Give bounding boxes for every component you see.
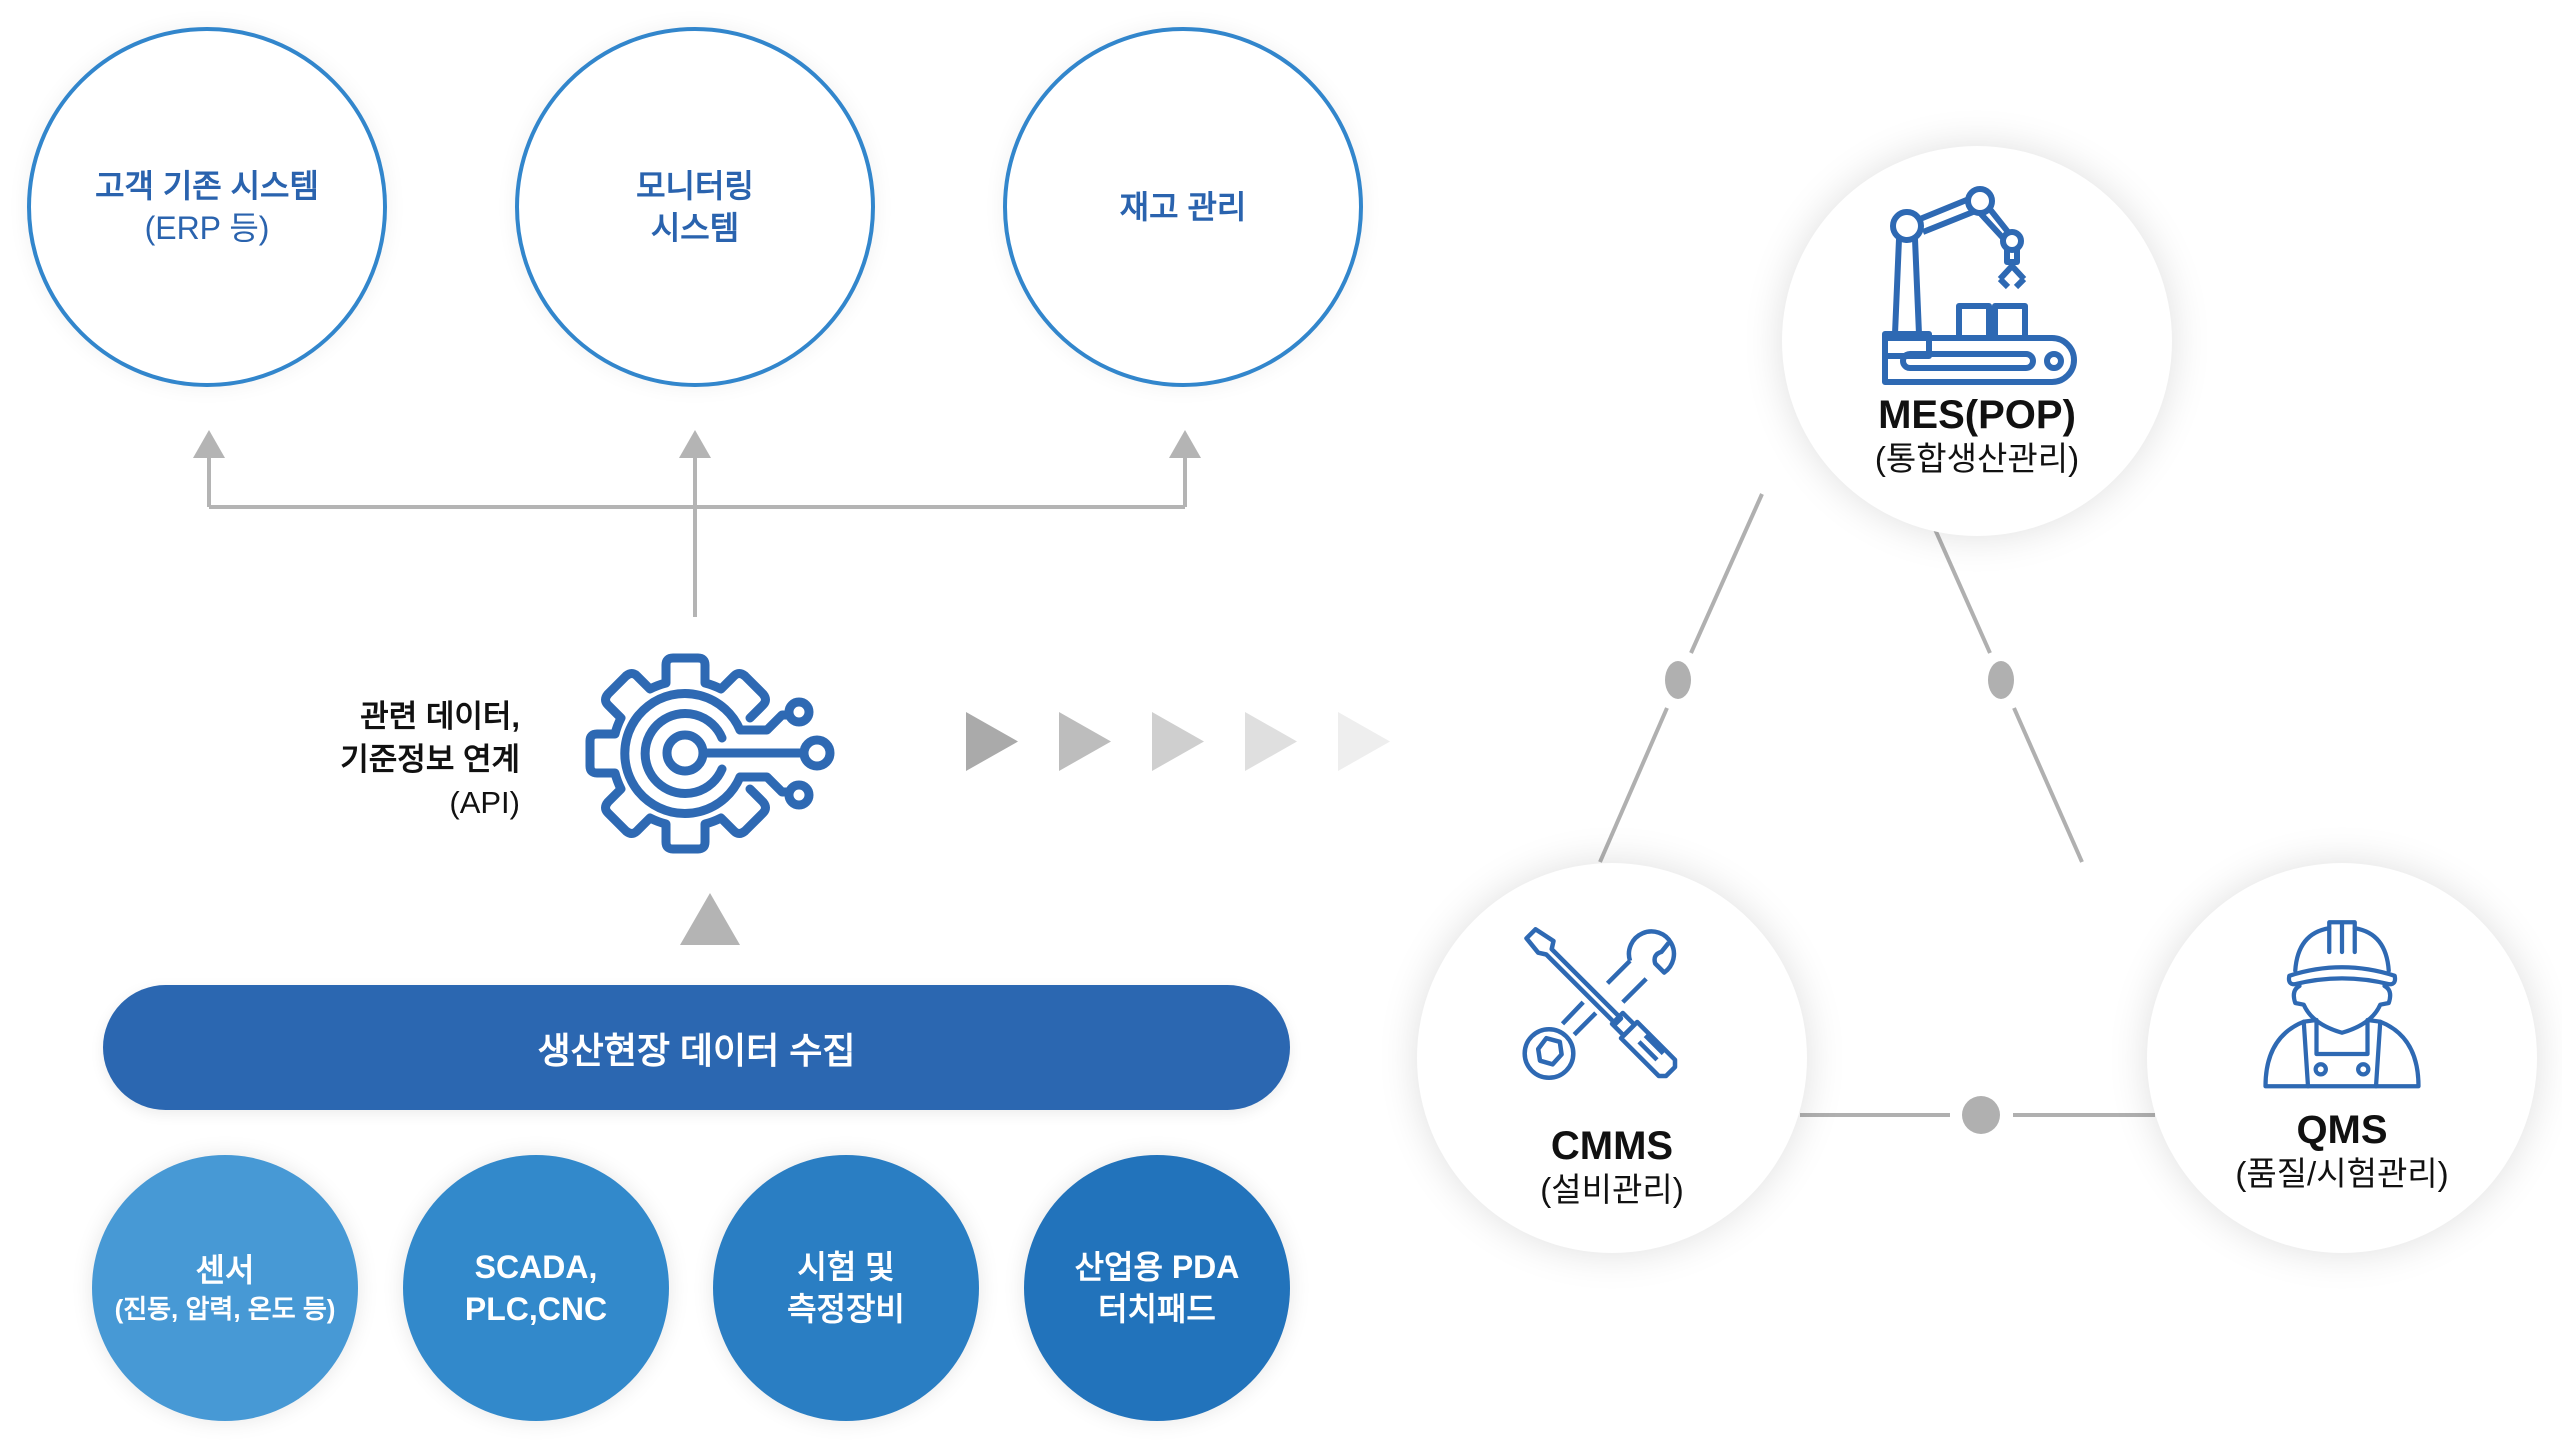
source-industrial-pda: 산업용 PDA 터치패드 xyxy=(1024,1155,1290,1421)
api-label-line2: 기준정보 연계 xyxy=(340,742,520,777)
flow-arrow-icon xyxy=(966,712,1018,771)
mes-cmms-line-b xyxy=(1598,707,1669,863)
robot-arm-conveyor-icon xyxy=(1882,186,2077,385)
target-inventory-management: 재고 관리 xyxy=(1003,27,1363,387)
api-label: 관련 데이터, 기준정보 연계 (API) xyxy=(340,695,520,824)
flow-arrow-icon xyxy=(1059,712,1111,771)
system-subtitle: (통합생산관리) xyxy=(1874,440,2080,477)
system-subtitle: (설비관리) xyxy=(1540,1171,1684,1208)
system-subtitle: (품질/시험관리) xyxy=(2235,1155,2449,1192)
system-name: CMMS xyxy=(1550,1124,1674,1168)
collect-bar-label: 생산현장 데이터 수집 xyxy=(537,1029,856,1071)
api-label-line1: 관련 데이터, xyxy=(360,699,520,734)
worker-hardhat-icon xyxy=(2263,920,2421,1089)
mes-qms-line-b xyxy=(2012,707,2084,863)
system-name: MES(POP) xyxy=(1878,393,2076,437)
flow-arrow-icon xyxy=(1338,712,1390,771)
source-subtitle: PLC,CNC xyxy=(464,1291,608,1327)
target-title: 재고 관리 xyxy=(1119,189,1247,225)
arrow-up-to-erp-icon xyxy=(193,430,225,458)
source-scada-plc-cnc: SCADA, PLC,CNC xyxy=(403,1155,669,1421)
source-title: SCADA, xyxy=(474,1249,598,1285)
link-dot-cmms-qms xyxy=(1962,1096,2000,1134)
source-title: 산업용 PDA xyxy=(1074,1249,1240,1285)
target-subtitle: 시스템 xyxy=(650,210,740,246)
target-title: 모니터링 xyxy=(636,168,754,204)
source-subtitle: 측정장비 xyxy=(787,1291,905,1327)
production-data-collection-bar: 생산현장 데이터 수집 xyxy=(103,985,1290,1110)
source-test-measurement: 시험 및 측정장비 xyxy=(713,1155,979,1421)
arrow-up-to-monitoring-icon xyxy=(679,430,711,458)
mes-cmms-line-a xyxy=(1689,493,1764,654)
target-erp-system: 고객 기존 시스템 (ERP 등) xyxy=(27,27,387,387)
target-monitoring-system: 모니터링 시스템 xyxy=(515,27,875,387)
flow-arrow-icon xyxy=(1245,712,1297,771)
system-cmms: CMMS (설비관리) xyxy=(1417,863,1807,1253)
system-name: QMS xyxy=(2296,1108,2388,1152)
system-mes: MES(POP) (통합생산관리) xyxy=(1782,146,2172,536)
source-sensor: 센서 (진동, 압력, 온도 등) xyxy=(92,1155,358,1421)
source-subtitle: 터치패드 xyxy=(1098,1291,1216,1327)
gear-circuit-icon xyxy=(585,653,835,854)
target-subtitle: (ERP 등) xyxy=(144,210,270,246)
arrow-up-to-inventory-icon xyxy=(1169,430,1201,458)
api-label-line3: (API) xyxy=(449,785,520,820)
target-title: 고객 기존 시스템 xyxy=(95,168,319,204)
wrench-screwdriver-icon xyxy=(1522,927,1678,1081)
link-dot-mes-qms xyxy=(1988,661,2014,699)
source-subtitle: (진동, 압력, 온도 등) xyxy=(114,1294,336,1324)
arrow-up-from-collect-icon xyxy=(680,893,740,945)
flow-arrow-icon xyxy=(1152,712,1204,771)
source-title: 센서 xyxy=(195,1252,255,1288)
source-title: 시험 및 xyxy=(797,1249,895,1285)
link-dot-mes-cmms xyxy=(1665,661,1691,699)
system-qms: QMS (품질/시험관리) xyxy=(2147,863,2537,1253)
